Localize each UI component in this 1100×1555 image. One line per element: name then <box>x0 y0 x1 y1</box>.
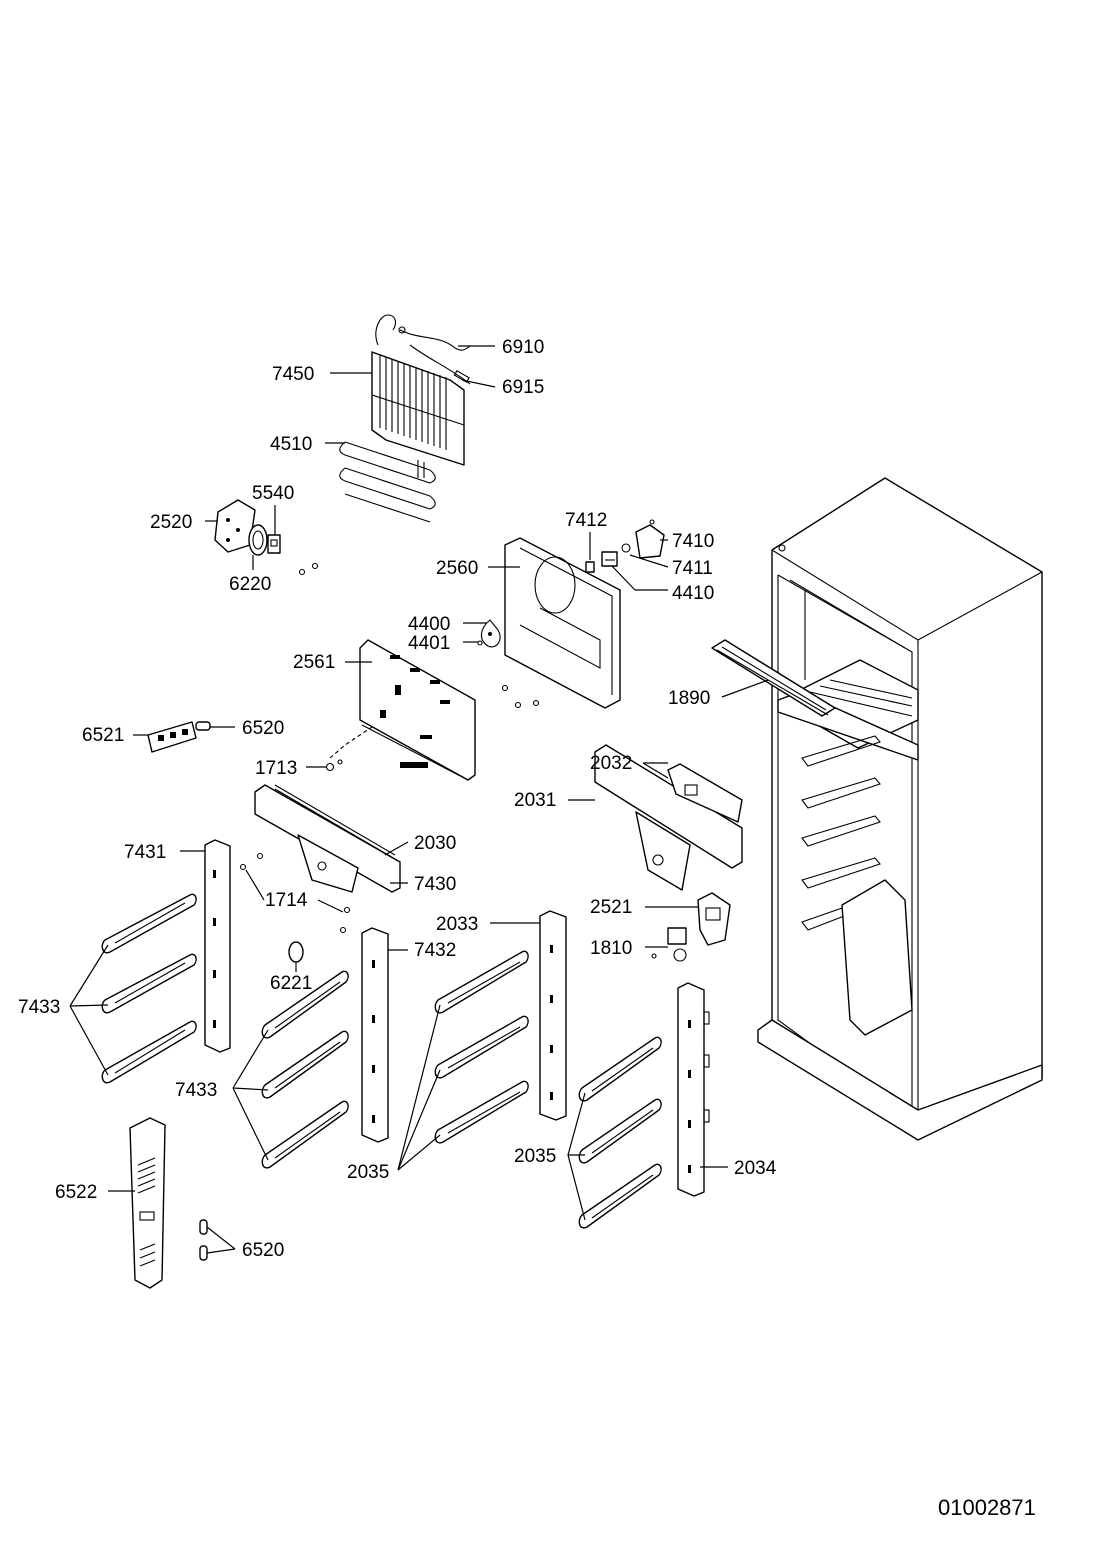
heater-element-6910 <box>398 326 471 351</box>
callout-2561: 2561 <box>293 652 335 673</box>
callout-6221: 6221 <box>270 973 312 994</box>
switch-5540 <box>267 534 281 554</box>
cover-2032 <box>667 763 743 823</box>
callout-6520-upper: 6520 <box>242 718 284 739</box>
callout-7433-left: 7433 <box>18 997 60 1018</box>
door-shelf-bars-2035-middle <box>434 950 529 1144</box>
document-number: 01002871 <box>938 1495 1036 1520</box>
callout-2520: 2520 <box>150 512 192 533</box>
callout-labels: 6910 7450 6915 4510 5540 2520 6220 7412 … <box>18 337 777 1261</box>
control-bar-2031 <box>594 744 743 891</box>
screws-2520 <box>298 562 319 576</box>
door-shelf-bars-2035-right <box>578 1036 662 1229</box>
refrigerator-cabinet <box>757 477 1043 1141</box>
callout-1810: 1810 <box>590 938 632 959</box>
callout-7430: 7430 <box>414 874 456 895</box>
callout-7411: 7411 <box>672 558 713 579</box>
callout-1890: 1890 <box>668 688 710 709</box>
callout-4401: 4401 <box>408 633 450 654</box>
vent-grille-1890 <box>711 639 836 717</box>
callout-2560: 2560 <box>436 558 478 579</box>
callout-6520-lower: 6520 <box>242 1240 284 1261</box>
callout-7410: 7410 <box>672 531 714 552</box>
callout-6915: 6915 <box>502 377 544 398</box>
callout-6521: 6521 <box>82 725 124 746</box>
callout-2521: 2521 <box>590 897 632 918</box>
callout-7450: 7450 <box>272 364 314 385</box>
screws-1714 <box>239 852 351 934</box>
callout-2033: 2033 <box>436 914 478 935</box>
light-rail-2030 <box>274 784 396 860</box>
control-bar-7430 <box>254 784 401 893</box>
door-profile-2034 <box>677 982 710 1197</box>
fan-blade-4400 <box>480 619 501 648</box>
callout-2035-right: 2035 <box>514 1146 556 1167</box>
leader-lines <box>69 345 769 1254</box>
callout-7432: 7432 <box>414 940 456 961</box>
callout-2035-middle: 2035 <box>347 1162 389 1183</box>
defrost-heater-4510 <box>339 441 436 523</box>
thermostat-knob-6220 <box>248 524 268 556</box>
callout-6220: 6220 <box>229 574 271 595</box>
switch-4410 <box>601 551 618 567</box>
sensor-6915 <box>409 344 471 385</box>
callout-7412: 7412 <box>565 510 607 531</box>
lamp-6520-upper <box>195 721 211 731</box>
callout-7431: 7431 <box>124 842 166 863</box>
callout-1713: 1713 <box>255 758 297 779</box>
evaporator-7450 <box>371 314 465 466</box>
door-profile-2033 <box>539 910 567 1121</box>
callout-1714: 1714 <box>265 890 308 911</box>
back-panel-2561 <box>359 639 476 781</box>
callout-4410: 4410 <box>672 583 714 604</box>
door-shelf-bars-7433-left <box>101 893 197 1084</box>
door-profile-7431 <box>204 839 231 1053</box>
fan-housing-2560 <box>504 537 621 709</box>
callout-2034: 2034 <box>734 1158 777 1179</box>
lamp-cover-6522 <box>129 1117 166 1289</box>
callout-6522: 6522 <box>55 1182 97 1203</box>
callout-5540: 5540 <box>252 483 294 504</box>
callout-2031: 2031 <box>514 790 556 811</box>
lamp-socket-1810 <box>651 927 687 962</box>
lamp-7411 <box>621 543 631 553</box>
lamp-cover-6521 <box>147 721 197 753</box>
door-profile-7432 <box>361 927 389 1143</box>
screw-4401 <box>477 640 483 646</box>
callout-2032: 2032 <box>590 753 632 774</box>
callout-6910: 6910 <box>502 337 544 358</box>
screw-1713 <box>325 759 343 772</box>
callout-7433-middle: 7433 <box>175 1080 217 1101</box>
callout-2030: 2030 <box>414 833 456 854</box>
lamp-holder-7410 <box>635 519 665 559</box>
thermostat-housing-2521 <box>697 892 731 946</box>
screws-2560 <box>501 684 540 709</box>
knob-6221 <box>288 941 304 968</box>
callout-4510: 4510 <box>270 434 312 455</box>
lamps-6520-lower <box>199 1219 208 1261</box>
callout-4400: 4400 <box>408 614 450 635</box>
connector-7412 <box>585 561 595 573</box>
door-shelf-bars-7433-middle <box>261 970 349 1169</box>
